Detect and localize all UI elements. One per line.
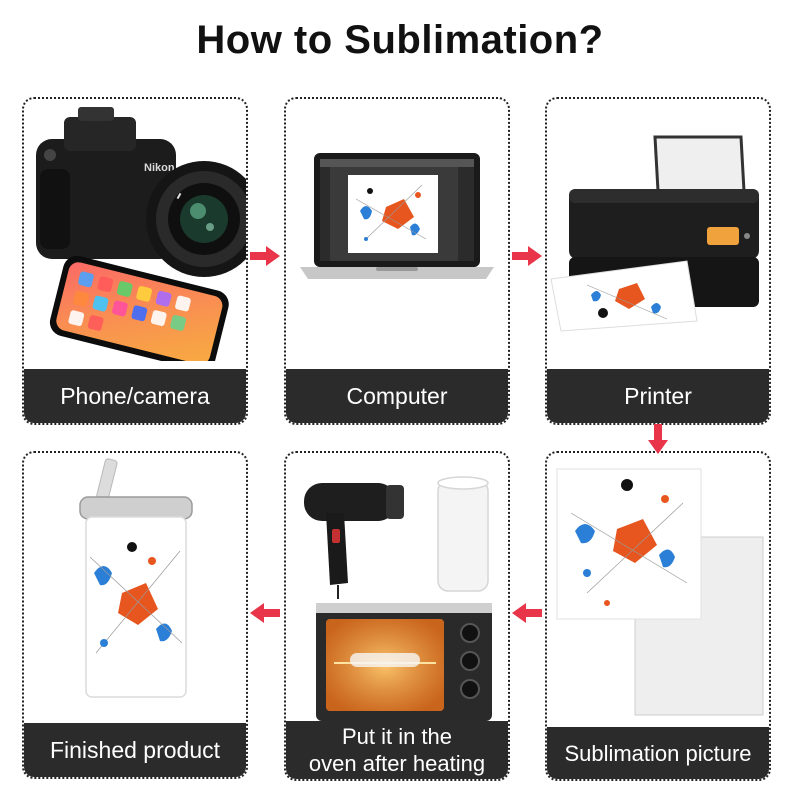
step-label: Finished product bbox=[24, 723, 246, 777]
tumbler-icon bbox=[79, 458, 193, 698]
step-phone-camera: Nikon bbox=[22, 97, 248, 425]
step-label: Computer bbox=[286, 369, 508, 423]
step-label: Phone/camera bbox=[24, 369, 246, 423]
hair-dryer-icon bbox=[304, 483, 404, 599]
sublimation-paper-icon bbox=[556, 468, 764, 716]
arrow-right-icon bbox=[250, 246, 280, 266]
camera-phone-icon: Nikon bbox=[36, 107, 246, 361]
arrow-left-icon bbox=[512, 603, 542, 623]
step-label: Sublimation picture bbox=[547, 727, 769, 779]
printed-art bbox=[586, 283, 668, 320]
step-computer: Computer bbox=[284, 97, 510, 425]
arrow-down-icon bbox=[648, 424, 668, 454]
step-finished-product: Finished product bbox=[22, 451, 248, 779]
step-printer: Printer bbox=[545, 97, 771, 425]
sublimation-art bbox=[570, 479, 688, 606]
tumbler-art bbox=[89, 542, 183, 654]
oven-dryer-icon bbox=[304, 476, 492, 721]
step-label: Printer bbox=[547, 369, 769, 423]
arrow-left-icon bbox=[250, 603, 280, 623]
printer-icon bbox=[550, 135, 759, 332]
page-title: How to Sublimation? bbox=[196, 18, 604, 62]
arrow-right-icon bbox=[512, 246, 542, 266]
laptop-icon bbox=[300, 153, 494, 279]
tumbler-sleeve-icon bbox=[437, 476, 489, 592]
design-art bbox=[355, 184, 427, 241]
svg-text:Nikon: Nikon bbox=[144, 162, 175, 174]
step-oven: Put it in the oven after heating bbox=[284, 451, 510, 781]
step-sublimation-picture: Sublimation picture bbox=[545, 451, 771, 781]
oven-icon bbox=[316, 603, 492, 721]
step-label: Put it in the oven after heating bbox=[286, 721, 508, 779]
